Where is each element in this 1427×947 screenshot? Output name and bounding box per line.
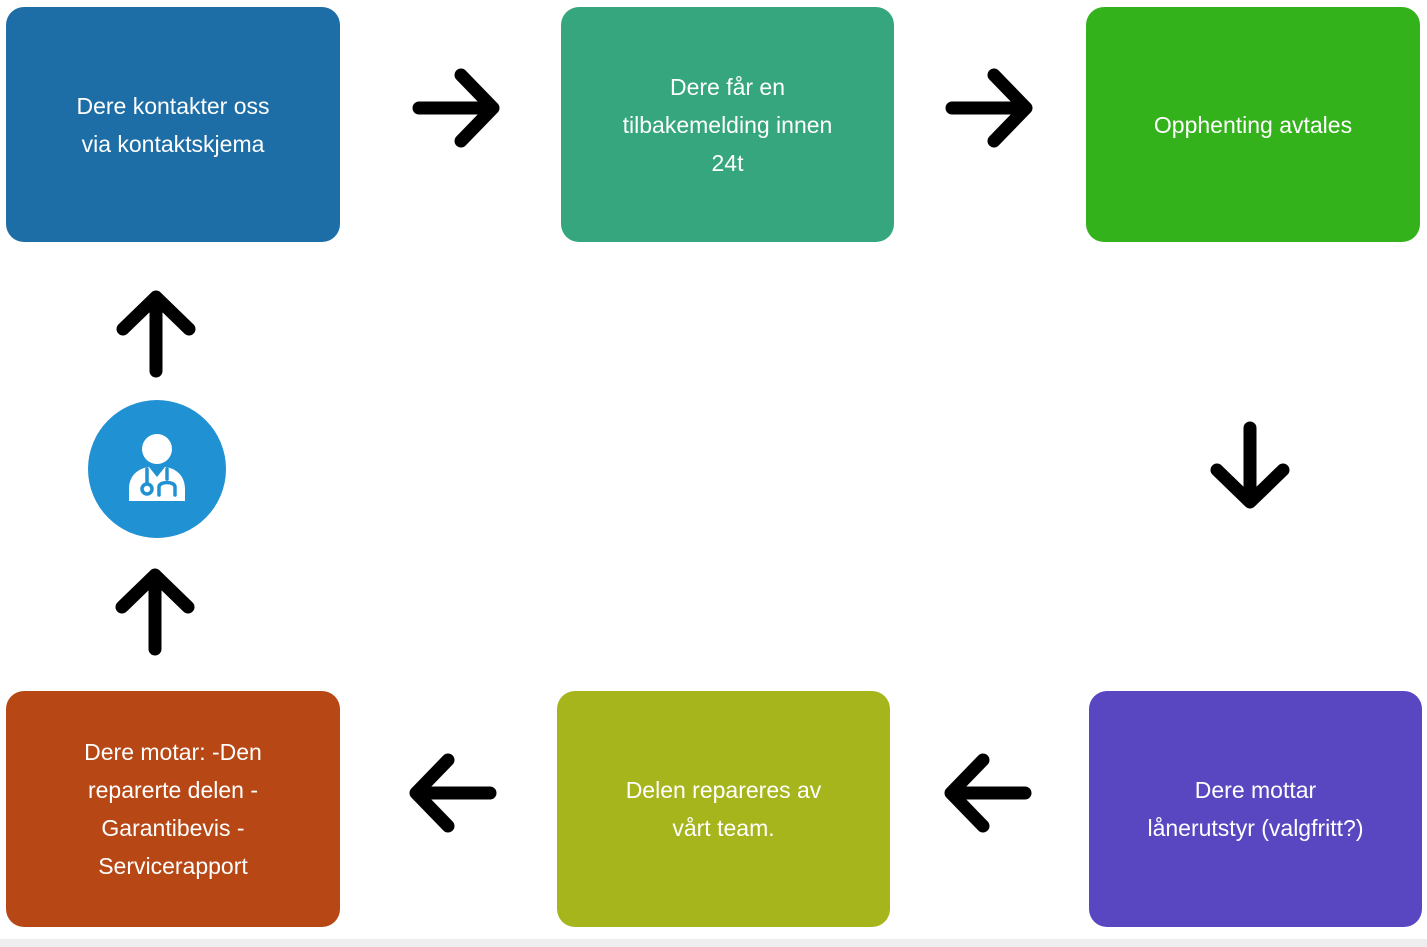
step-box-contact: Dere kontakter oss via kontaktskjema <box>6 7 340 242</box>
step-label-contact: Dere kontakter oss via kontaktskjema <box>76 92 270 157</box>
arrow-left-icon <box>943 748 1033 838</box>
step-box-pickup: Opphenting avtales <box>1086 7 1420 242</box>
arrow-right-icon <box>944 63 1034 153</box>
step-box-feedback: Dere får en tilbakemelding innen 24t <box>561 7 894 242</box>
arrow-left-icon <box>408 748 498 838</box>
step-label-loan-equipment: Dere mottar lånerutstyr (valgfritt?) <box>1147 777 1364 841</box>
arrow-right-icon <box>411 63 501 153</box>
bottom-divider <box>0 939 1427 947</box>
arrow-down-icon <box>1205 420 1295 510</box>
step-label-return: Dere motar: -Den reparerte delen - Garan… <box>84 739 262 879</box>
step-label-pickup: Opphenting avtales <box>1153 111 1353 138</box>
step-label-repair: Delen repareres av vårt team. <box>625 777 822 841</box>
arrow-up-icon <box>111 289 201 379</box>
doctor-icon <box>129 434 185 501</box>
arrow-up-icon <box>110 567 200 657</box>
doctor-badge <box>88 400 226 538</box>
step-box-return: Dere motar: -Den reparerte delen - Garan… <box>6 691 340 927</box>
step-box-repair: Delen repareres av vårt team. <box>557 691 890 927</box>
step-label-feedback: Dere får en tilbakemelding innen 24t <box>622 73 833 176</box>
step-box-loan-equipment: Dere mottar lånerutstyr (valgfritt?) <box>1089 691 1422 927</box>
